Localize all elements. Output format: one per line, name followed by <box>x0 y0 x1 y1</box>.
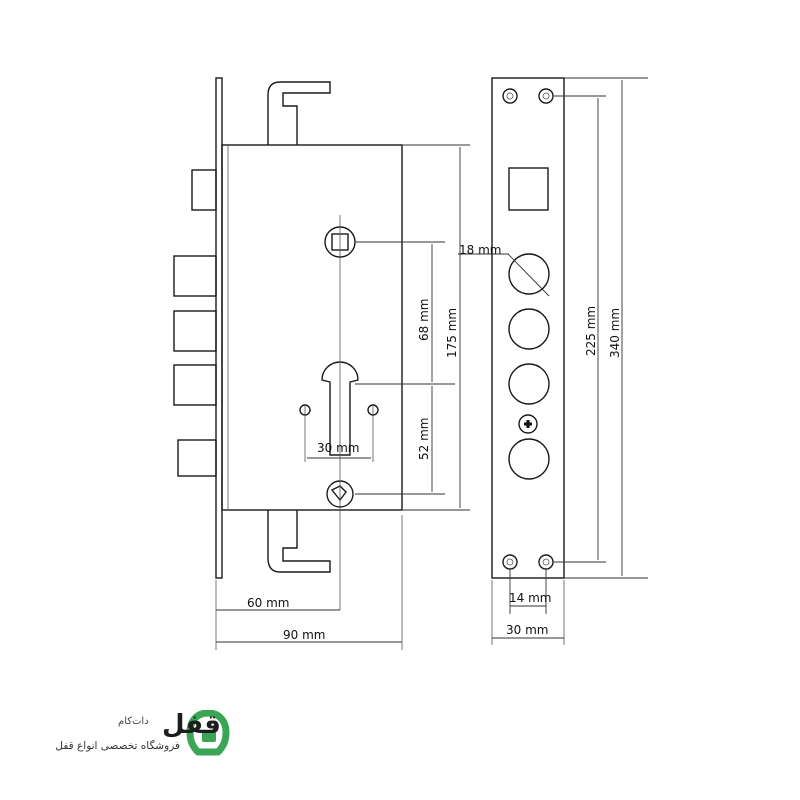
dim-30-plate-label: 30 mm <box>506 623 548 637</box>
brand-tagline: فروشگاه تخصصی انواع قفل <box>55 740 180 752</box>
faceplate <box>491 77 565 579</box>
plate-screw-bottom-right <box>538 554 554 570</box>
lock-brand-icon <box>186 710 230 756</box>
dim-60-label: 60 mm <box>247 596 289 610</box>
right-dimension-lines <box>458 77 648 645</box>
dim-175-label: 175 mm <box>445 308 459 358</box>
faceplate-front-view <box>491 77 565 579</box>
brand-name: قفل <box>162 710 221 740</box>
faceplate-edge <box>215 77 223 579</box>
lock-side-view <box>173 77 403 610</box>
phillips-screw <box>518 414 538 434</box>
bolt-hole-3 <box>508 363 550 405</box>
dim-30-label: 30 mm <box>317 441 359 455</box>
plate-screw-top-left <box>502 88 518 104</box>
plate-screw-bottom-left <box>502 554 518 570</box>
dim-225-label: 225 mm <box>584 306 598 356</box>
dim-90-label: 90 mm <box>283 628 325 642</box>
latch-opening <box>508 167 549 211</box>
bolt-hole-1 <box>508 253 550 295</box>
dead-bolt-2 <box>173 310 217 352</box>
dim-14-label: 14 mm <box>509 591 551 605</box>
plate-screw-top-right <box>538 88 554 104</box>
bottom-rod-hook <box>267 510 331 573</box>
dead-bolt-3 <box>173 364 217 406</box>
dim-68-label: 68 mm <box>417 299 431 341</box>
dead-bolt-1 <box>173 255 217 297</box>
bolt-hole-2 <box>508 308 550 350</box>
bottom-bolt <box>177 439 217 477</box>
bolt-hole-4 <box>508 438 550 480</box>
dim-52-label: 52 mm <box>417 418 431 460</box>
dim-18-label: 18 mm <box>459 243 501 257</box>
cylinder-keyhole <box>321 361 359 456</box>
left-dimension-lines <box>215 144 470 650</box>
brand-suffix: دات‌کام <box>118 716 149 727</box>
latch-bolt <box>191 169 217 211</box>
dim-340-label: 340 mm <box>608 308 622 358</box>
brand-logo: قفل دات‌کام فروشگاه تخصصی انواع قفل <box>40 708 240 768</box>
top-rod-hook <box>267 81 331 145</box>
lock-case <box>221 144 403 511</box>
